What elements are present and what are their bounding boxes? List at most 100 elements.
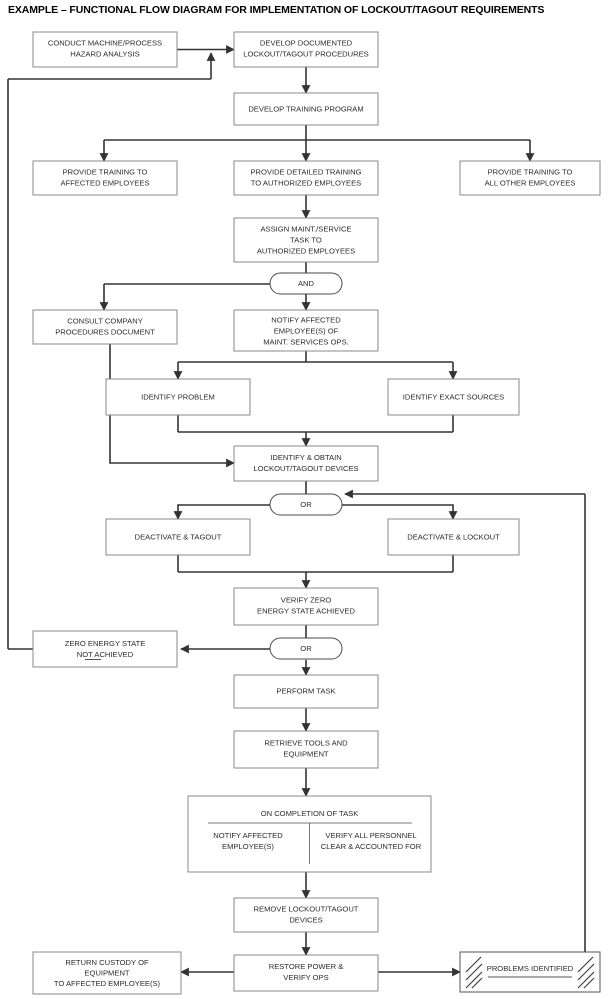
node-box (233, 31, 379, 68)
node-label-line1: IDENTIFY EXACT SOURCES (403, 393, 504, 402)
node-problems-identified[interactable]: PROBLEMS IDENTIFIED (459, 951, 601, 993)
node-label-line3: TO AFFECTED EMPLOYEE(S) (54, 979, 161, 988)
node-label-line2: VERIFY OPS (283, 973, 328, 982)
node-on-completion-of-task[interactable]: ON COMPLETION OF TASK NOTIFY AFFECTED EM… (187, 795, 432, 873)
node-pill (269, 637, 343, 660)
node-label-line2: DEVICES (289, 916, 322, 925)
node-box (387, 518, 520, 556)
node-header-label: ON COMPLETION OF TASK (261, 809, 359, 818)
node-label-line1: NOTIFY AFFECTED (271, 316, 341, 325)
node-label-line1: PERFORM TASK (276, 687, 335, 696)
node-label-line1: AND (298, 279, 315, 288)
node-label-line2: TASK TO (290, 236, 322, 245)
node-deactivate-lockout[interactable]: DEACTIVATE & LOCKOUT (387, 518, 520, 556)
node-label-line1: DEVELOP DOCUMENTED (260, 39, 353, 48)
node-box (233, 217, 379, 263)
node-or-gate-1[interactable]: OR (269, 493, 343, 516)
node-return-custody-equipment[interactable]: RETURN CUSTODY OF EQUIPMENT TO AFFECTED … (32, 951, 182, 995)
node-label-line1: PROVIDE DETAILED TRAINING (250, 168, 361, 177)
node-label-not-underlined: NOT (77, 650, 93, 659)
node-box (105, 378, 251, 416)
node-box (387, 378, 520, 416)
node-label-line1: IDENTIFY & OBTAIN (270, 453, 341, 462)
node-or-gate-2[interactable]: OR (269, 637, 343, 660)
node-pill (269, 493, 343, 516)
node-box (233, 445, 379, 482)
node-perform-task[interactable]: PERFORM TASK (233, 674, 379, 709)
page-title: EXAMPLE – FUNCTIONAL FLOW DIAGRAM FOR IM… (8, 4, 545, 16)
node-label-line1: IDENTIFY PROBLEM (141, 393, 215, 402)
node-box (32, 31, 178, 68)
hatch-left-icon (465, 956, 483, 989)
node-box (32, 160, 178, 196)
node-label-line1: RESTORE POWER & (269, 962, 344, 971)
node-label-line2: EQUIPMENT (283, 750, 329, 759)
node-label-line1: PROBLEMS IDENTIFIED (487, 964, 574, 973)
hatch-right-icon (577, 956, 595, 989)
edge-or1-to-lockout (342, 504, 458, 520)
node-label-line1: VERIFY ZERO (281, 596, 332, 605)
node-label-line2: AFFECTED EMPLOYEES (60, 179, 149, 188)
node-label-line2: LOCKOUT/TAGOUT PROCEDURES (243, 50, 368, 59)
node-label-line2: EMPLOYEE(S) OF (274, 327, 339, 336)
cell2-label-line2: CLEAR & ACCOUNTED FOR (321, 842, 422, 851)
node-box (233, 309, 379, 352)
node-box (32, 630, 178, 668)
node-provide-detailed-training-authorized[interactable]: PROVIDE DETAILED TRAINING TO AUTHORIZED … (233, 160, 379, 196)
node-label-line2: ENERGY STATE ACHIEVED (257, 607, 355, 616)
node-label-line1: OR (300, 500, 312, 509)
node-label-line1: DEACTIVATE & LOCKOUT (407, 533, 500, 542)
node-box (233, 897, 379, 933)
node-conduct-hazard-analysis[interactable]: CONDUCT MACHINE/PROCESS HAZARD ANALYSIS (32, 31, 178, 68)
node-label-line1: CONSULT COMPANY (67, 317, 143, 326)
node-provide-training-affected[interactable]: PROVIDE TRAINING TO AFFECTED EMPLOYEES (32, 160, 178, 196)
node-label-line2: NOT ACHIEVED (77, 650, 134, 659)
node-label-line1: PROVIDE TRAINING TO (488, 168, 573, 177)
node-develop-training-program[interactable]: DEVELOP TRAINING PROGRAM (233, 92, 379, 126)
node-zero-energy-state-not-achieved[interactable]: ZERO ENERGY STATE NOT ACHIEVED (32, 630, 178, 668)
node-box (32, 309, 178, 345)
node-provide-training-all-other[interactable]: PROVIDE TRAINING TO ALL OTHER EMPLOYEES (459, 160, 601, 196)
node-label-line2: TO AUTHORIZED EMPLOYEES (251, 179, 361, 188)
node-box (233, 160, 379, 196)
node-label-line1: PROVIDE TRAINING TO (63, 168, 148, 177)
node-identify-exact-sources[interactable]: IDENTIFY EXACT SOURCES (387, 378, 520, 416)
node-identify-problem[interactable]: IDENTIFY PROBLEM (105, 378, 251, 416)
node-label-line1: REMOVE LOCKOUT/TAGOUT (254, 905, 359, 914)
node-label-line3: AUTHORIZED EMPLOYEES (257, 247, 355, 256)
node-verify-zero-energy-state[interactable]: VERIFY ZERO ENERGY STATE ACHIEVED (233, 587, 379, 626)
node-label-line1: RETURN CUSTODY OF (65, 958, 149, 967)
node-restore-power-verify-ops[interactable]: RESTORE POWER & VERIFY OPS (233, 954, 379, 992)
node-remove-lockout-tagout-devices[interactable]: REMOVE LOCKOUT/TAGOUT DEVICES (233, 897, 379, 933)
node-consult-company-procedures[interactable]: CONSULT COMPANY PROCEDURES DOCUMENT (32, 309, 178, 345)
node-pill (269, 272, 343, 295)
node-label-line3: MAINT. SERVICES OPS. (263, 338, 349, 347)
node-identify-obtain-devices[interactable]: IDENTIFY & OBTAIN LOCKOUT/TAGOUT DEVICES (233, 445, 379, 482)
node-and-gate[interactable]: AND (269, 272, 343, 295)
node-label-line2: HAZARD ANALYSIS (70, 50, 140, 59)
node-label-line1: CONDUCT MACHINE/PROCESS (48, 39, 162, 48)
node-box (459, 160, 601, 196)
cell1-label-line1: NOTIFY AFFECTED (213, 831, 283, 840)
node-box (233, 674, 379, 709)
connectors (7, 45, 586, 977)
node-label-line1: DEVELOP TRAINING PROGRAM (248, 105, 363, 114)
node-retrieve-tools-equipment[interactable]: RETRIEVE TOOLS AND EQUIPMENT (233, 730, 379, 769)
cell1-label-line2: EMPLOYEE(S) (222, 842, 274, 851)
node-notify-affected-employees[interactable]: NOTIFY AFFECTED EMPLOYEE(S) OF MAINT. SE… (233, 309, 379, 352)
node-label-achieved: ACHIEVED (93, 650, 134, 659)
node-label-line1: ASSIGN MAINT./SERVICE (260, 225, 351, 234)
node-box (459, 951, 601, 993)
node-deactivate-tagout[interactable]: DEACTIVATE & TAGOUT (105, 518, 251, 556)
node-assign-maintenance-task[interactable]: ASSIGN MAINT./SERVICE TASK TO AUTHORIZED… (233, 217, 379, 263)
node-label-line1: ZERO ENERGY STATE (65, 639, 146, 648)
node-box (233, 92, 379, 126)
cell2-label-line1: VERIFY ALL PERSONNEL (325, 831, 416, 840)
node-label-line2: EQUIPMENT (84, 969, 130, 978)
node-label-line2: LOCKOUT/TAGOUT DEVICES (253, 464, 358, 473)
node-develop-documented-procedures[interactable]: DEVELOP DOCUMENTED LOCKOUT/TAGOUT PROCED… (233, 31, 379, 68)
node-label-line1: DEACTIVATE & TAGOUT (135, 533, 222, 542)
edge-or1-to-tagout (173, 504, 270, 520)
